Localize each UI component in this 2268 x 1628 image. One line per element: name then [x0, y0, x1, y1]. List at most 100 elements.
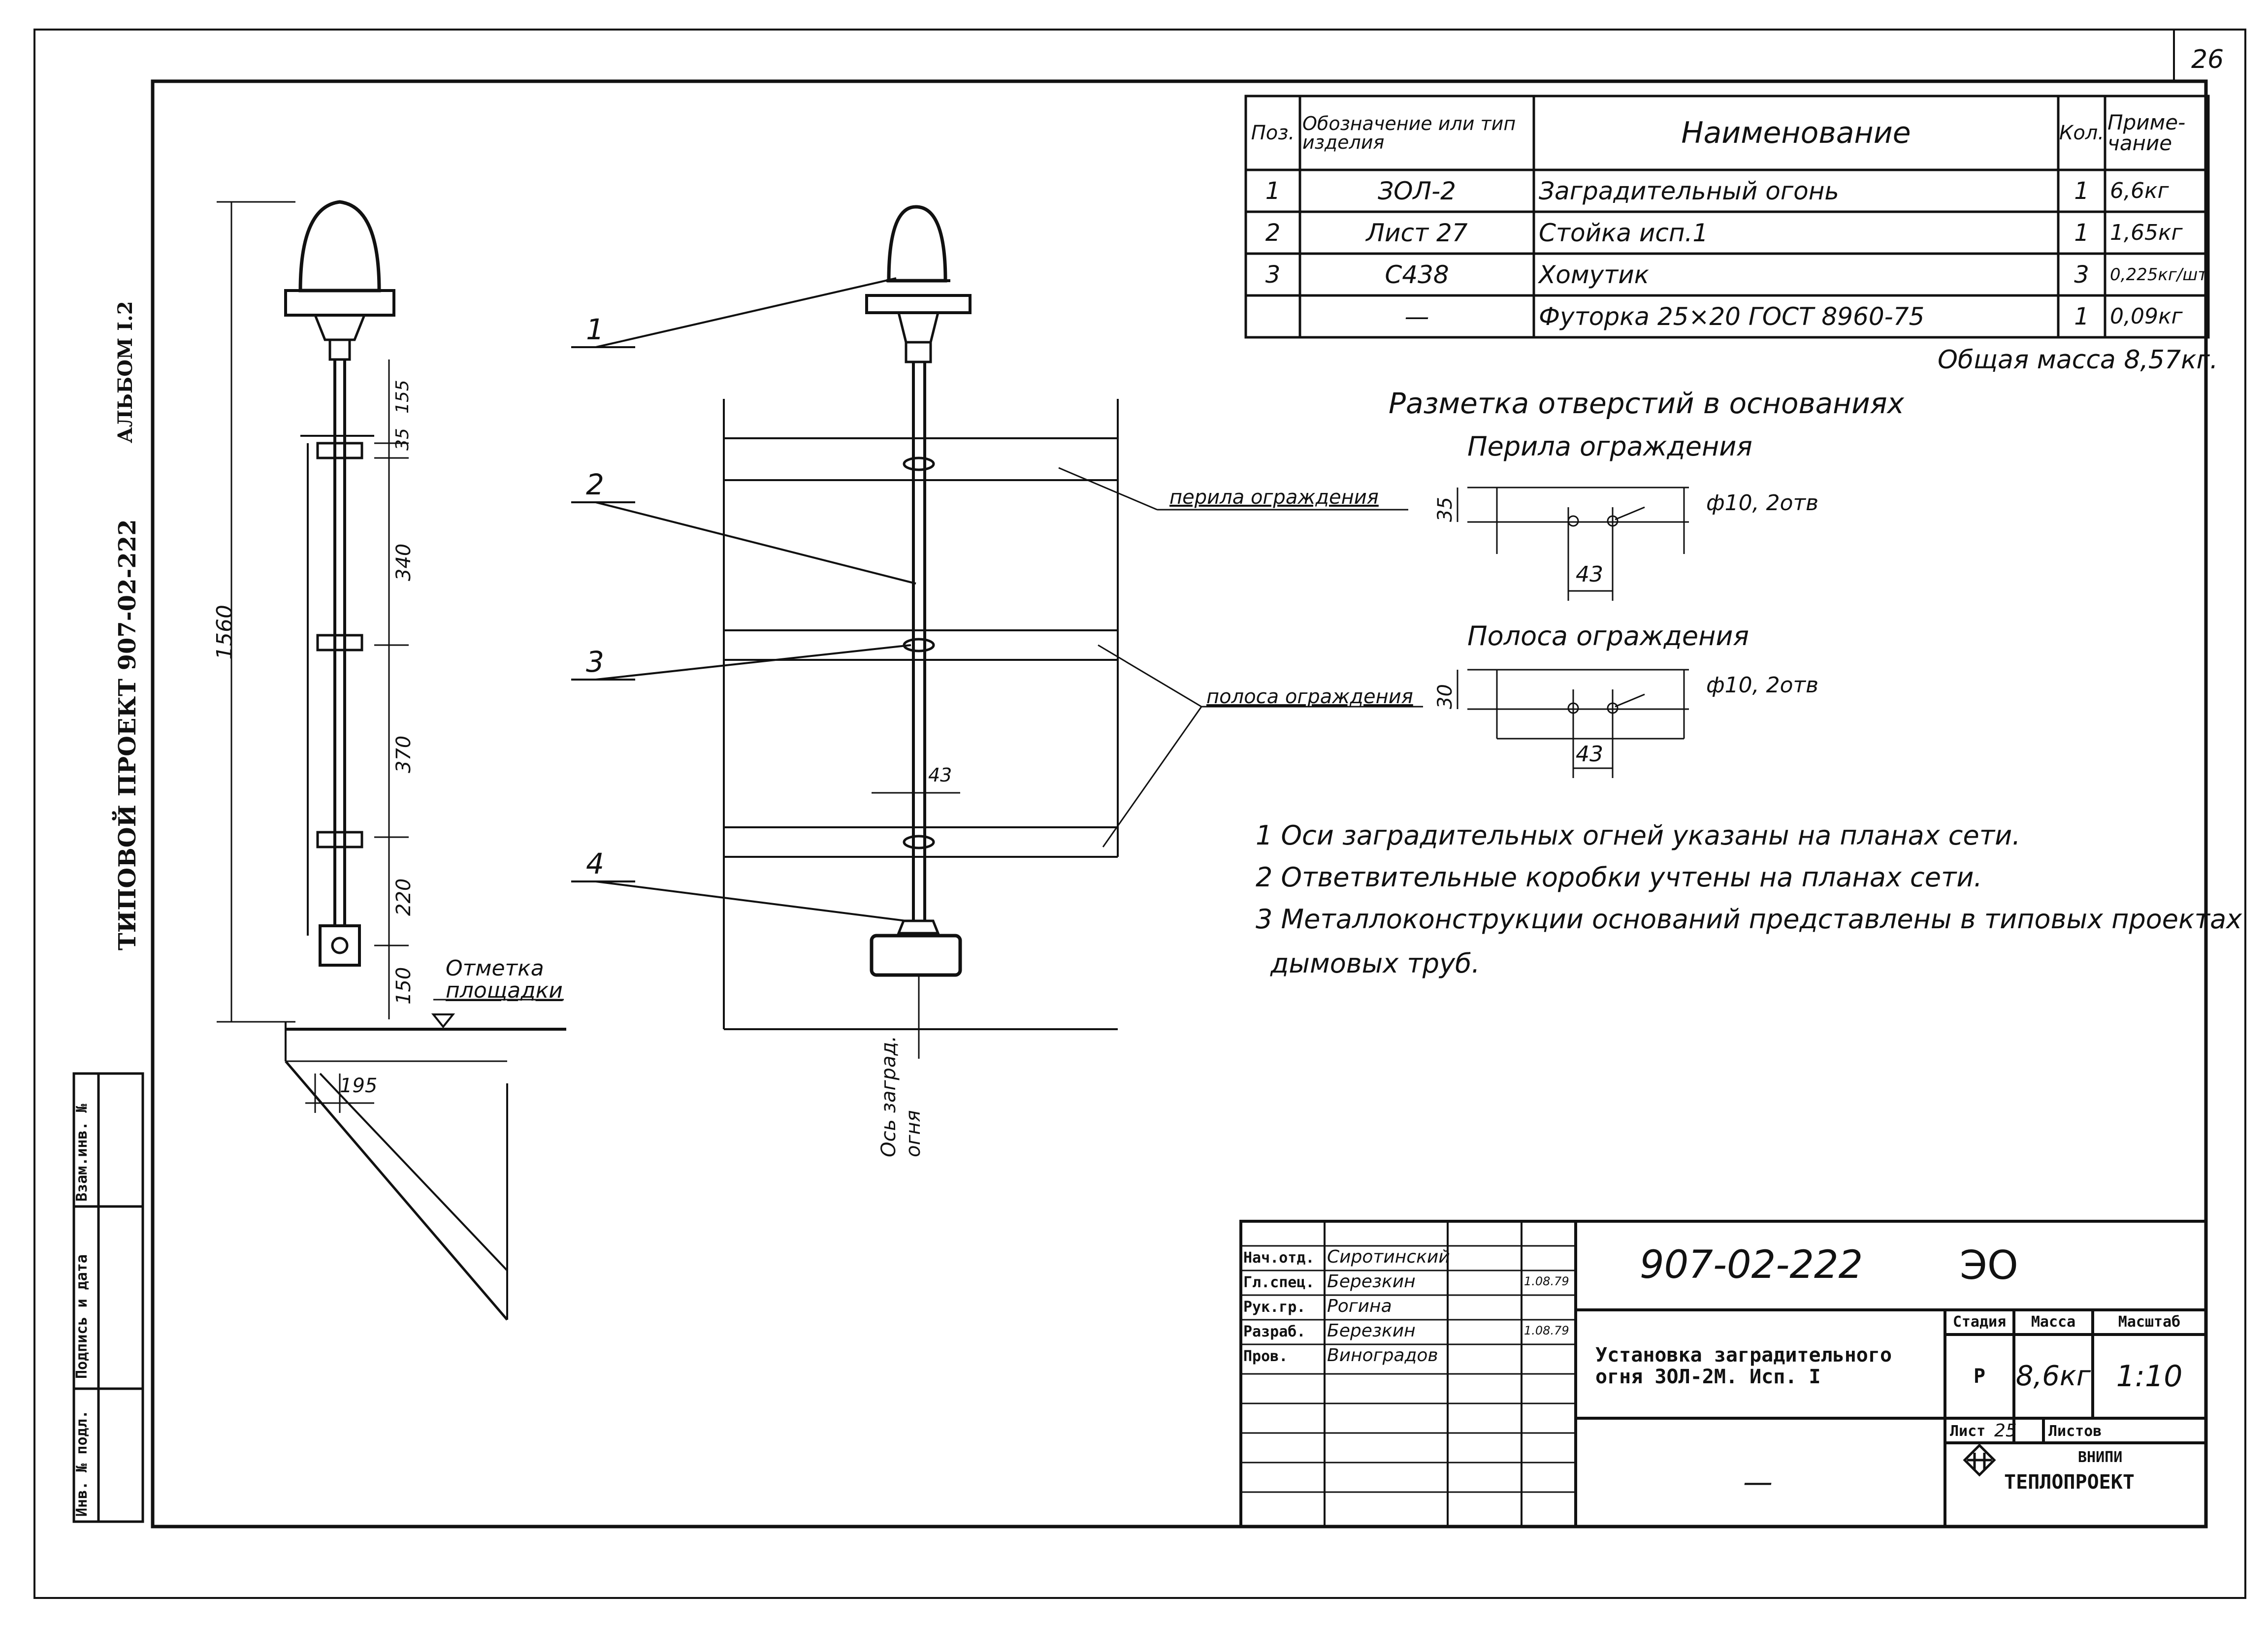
title-block-lines: [1239, 1220, 2207, 1528]
railing-title: Перила ограждения: [1467, 431, 1752, 462]
role-name: Сиротинский: [1327, 1247, 1450, 1267]
spec-cell-name: Стойка исп.1: [1539, 218, 1709, 247]
strip-title: Полоса ограждения: [1467, 620, 1750, 651]
spec-header-designation: Обозначение или тип изделия: [1302, 113, 1516, 153]
side-dim-150: 150: [392, 967, 415, 1005]
role-name: Березкин: [1327, 1271, 1416, 1292]
side-bottom-dim: 195: [340, 1074, 378, 1097]
axis-label-2: огня: [902, 1110, 925, 1157]
note-1: 1 Оси заградительных огней указаны на пл…: [1256, 820, 2021, 851]
spec-cell-name: Хомутик: [1539, 260, 1649, 289]
sheet-number: 25: [1994, 1421, 2017, 1441]
stamp-inv-no: Инв. № подл.: [73, 1410, 91, 1517]
stamp-replaced-inv: Взам.инв. №: [73, 1104, 91, 1202]
markings-title: Разметка отверстий в основаниях: [1389, 387, 1905, 420]
stage-label: Стадия: [1952, 1313, 2007, 1331]
spec-cell-qty: 3: [2074, 260, 2089, 289]
marking-railing-lines: [1457, 487, 1689, 601]
railing-dim-width: 43: [1576, 562, 1603, 587]
callout-1: 1: [586, 313, 604, 346]
sheet-mark: ЭО: [1960, 1242, 2018, 1288]
platform-label-1: Отметка: [446, 956, 544, 981]
side-view-lines: [217, 200, 566, 1321]
spec-table-lines: [1244, 95, 2210, 339]
sheet-label: Лист: [1950, 1423, 1986, 1440]
spec-header-note: Приме- чание: [2107, 110, 2186, 155]
role-date: 1.08.79: [1524, 1324, 1569, 1337]
spec-header-qty: Кол.: [2059, 122, 2105, 144]
strip-dim-width: 43: [1576, 742, 1603, 767]
drawing-title: Установка заградительного огня ЗОЛ-2М. И…: [1595, 1344, 1892, 1388]
spec-cell-qty: 1: [2074, 219, 2089, 247]
spec-cell-note: 6,6кг: [2110, 178, 2169, 203]
title-dash: —: [1743, 1465, 1773, 1499]
spec-cell-designation: Лист 27: [1366, 218, 1468, 247]
spec-cell-qty: 1: [2074, 302, 2089, 330]
spec-cell-note: 0,09кг: [2110, 303, 2183, 329]
marking-strip-lines: [1457, 669, 1689, 778]
front-dim-43: 43: [928, 764, 952, 786]
role-date: 1.08.79: [1524, 1274, 1569, 1288]
side-dim-370: 370: [392, 735, 415, 773]
stage-value: Р: [1973, 1365, 1986, 1388]
scale-value: 1:10: [2116, 1359, 2183, 1394]
note-3-cont: дымовых труб.: [1270, 948, 1480, 979]
role-label: Гл.спец.: [1243, 1274, 1315, 1291]
page-number: 26: [2191, 45, 2224, 74]
spec-cell-qty: 1: [2074, 177, 2089, 205]
callout-4: 4: [586, 847, 604, 880]
project-label: ТИПОВОЙ ПРОЕКТ 907-02-222: [114, 519, 141, 950]
railing-dim-height: 35: [1434, 497, 1457, 522]
spec-cell-designation: —: [1404, 302, 1429, 331]
railing-label: перила ограждения: [1169, 486, 1379, 509]
spec-cell-pos: 2: [1265, 219, 1281, 247]
spec-cell-pos: 3: [1265, 260, 1281, 289]
sheets-label: Листов: [2048, 1423, 2102, 1440]
left-stamp-lines: [72, 1072, 144, 1523]
role-name: Виноградов: [1327, 1345, 1438, 1366]
spec-cell-designation: ЗОЛ-2: [1378, 176, 1456, 205]
spec-cell-note: 1,65кг: [2110, 220, 2183, 245]
stamp-signature-date: Подпись и дата: [73, 1254, 91, 1379]
strip-holes: ф10, 2отв: [1706, 673, 1819, 698]
role-label: Разраб.: [1243, 1323, 1306, 1340]
spec-header-name: Наименование: [1681, 116, 1911, 150]
strip-dim-height: 30: [1434, 684, 1457, 709]
org-name-1: ВНИПИ: [2078, 1449, 2123, 1466]
side-overall-dim: 1560: [212, 605, 237, 660]
railing-holes: ф10, 2отв: [1706, 490, 1819, 516]
strip-label: полоса ограждения: [1206, 685, 1413, 708]
spec-cell-note: 0,225кг/шт: [2110, 264, 2208, 285]
total-mass: Общая масса 8,57кг.: [1938, 345, 2218, 375]
front-view-lines: [571, 205, 1423, 1059]
note-2: 2 Ответвительные коробки учтены на плана…: [1256, 862, 1982, 893]
note-3: 3 Металлоконструкции оснований представл…: [1256, 904, 2242, 935]
org-name-2: ТЕПЛОПРОЕКТ: [2004, 1471, 2135, 1494]
teploproekt-logo-icon: [1963, 1443, 1996, 1477]
spec-cell-designation: С438: [1385, 260, 1449, 289]
mass-value: 8,6кг: [2015, 1360, 2091, 1392]
side-dim-155: 155: [392, 380, 413, 414]
role-label: Нач.отд.: [1243, 1249, 1315, 1267]
axis-label-1: Ось заград.: [877, 1036, 900, 1157]
spec-cell-name: Заградительный огонь: [1539, 176, 1839, 205]
role-label: Рук.гр.: [1243, 1299, 1306, 1316]
platform-label-2: площадки: [446, 978, 563, 1003]
doc-code: 907-02-222: [1640, 1243, 1863, 1287]
scale-label: Масштаб: [2118, 1313, 2181, 1331]
role-name: Березкин: [1327, 1321, 1416, 1341]
spec-cell-name: Футорка 25×20 ГОСТ 8960-75: [1539, 302, 1925, 331]
side-dim-220: 220: [392, 878, 415, 916]
spec-cell-pos: 1: [1265, 177, 1281, 205]
mass-label: Масса: [2031, 1313, 2076, 1331]
role-label: Пров.: [1243, 1348, 1288, 1365]
callout-2: 2: [586, 468, 604, 501]
callout-3: 3: [586, 645, 604, 679]
album-label: АЛЬБОМ I.2: [114, 301, 137, 443]
spec-cell-pos: [1246, 295, 1300, 337]
role-name: Рогина: [1327, 1296, 1392, 1316]
side-dim-340: 340: [392, 543, 415, 581]
spec-header-pos: Поз.: [1251, 122, 1295, 144]
